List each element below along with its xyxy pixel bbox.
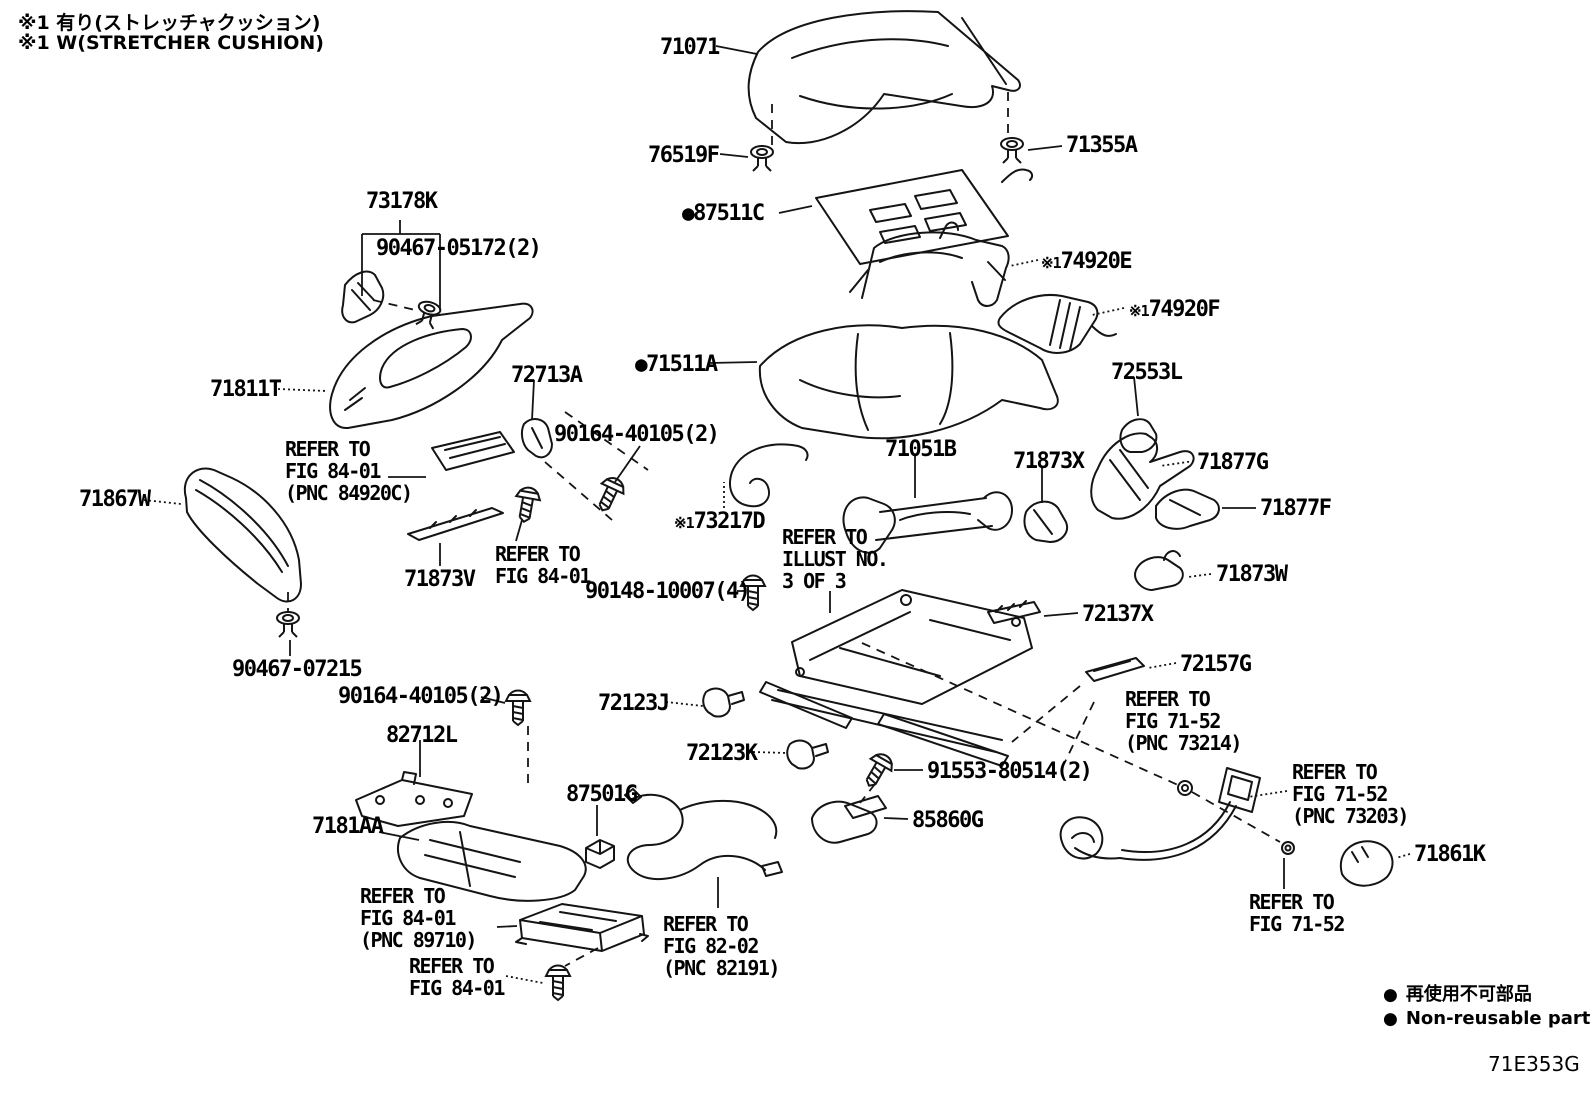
part-label-71511A: ●71511A <box>635 352 718 377</box>
refer-note-illust-3of3: REFER TO ILLUST NO. 3 OF 3 <box>782 525 889 593</box>
part-label-72137X: 72137X <box>1082 602 1154 627</box>
non-reusable-dot-icon: ● <box>682 201 695 225</box>
part-label-87501G: 87501G <box>566 782 638 807</box>
part-label-90467-07215: 90467-07215 <box>232 657 363 682</box>
refer-note-fig71-52-bottom: REFER TO FIG 71-52 <box>1249 890 1345 936</box>
non-reusable-dot-icon: ● <box>1383 1009 1398 1029</box>
part-label-72713A: 72713A <box>511 363 583 388</box>
part-label-71861K: 71861K <box>1414 842 1486 867</box>
legend-non-reusable-jp: ●再使用不可部品 <box>1383 984 1532 1005</box>
note-ref-mark: ※1 <box>674 514 695 532</box>
part-label-71873X: 71873X <box>1013 449 1085 474</box>
part-label-71873V: 71873V <box>404 567 476 592</box>
refer-note-fig82-02-pnc82191: REFER TO FIG 82-02 (PNC 82191) <box>663 912 780 980</box>
part-label-72553L: 72553L <box>1111 360 1183 385</box>
part-label-90164-40105-a: 90164-40105(2) <box>554 422 720 447</box>
part-label-71867W: 71867W <box>79 487 151 512</box>
refer-note-fig84-01-pnc84920c: REFER TO FIG 84-01 (PNC 84920C) <box>285 437 413 505</box>
legend-non-reusable-en: ●Non-reusable part <box>1383 1008 1591 1029</box>
part-label-90467-05172: 90467-05172(2) <box>376 236 542 261</box>
part-label-71873W: 71873W <box>1216 562 1288 587</box>
part-label-71071: 71071 <box>660 35 720 60</box>
note-ref-mark: ※1 <box>1041 254 1062 272</box>
part-label-72123K: 72123K <box>686 741 758 766</box>
part-label-71877G: 71877G <box>1197 450 1269 475</box>
part-label-72123J: 72123J <box>598 691 670 716</box>
refer-note-fig71-52-pnc73214: REFER TO FIG 71-52 (PNC 73214) <box>1125 687 1242 755</box>
part-label-85860G: 85860G <box>912 808 984 833</box>
part-label-7181AA: 7181AA <box>312 814 384 839</box>
part-label-71811T: 71811T <box>210 377 282 402</box>
note-stretcher-cushion-jp: ※1 有り(ストレッチャクッション) <box>18 12 321 34</box>
non-reusable-dot-icon: ● <box>635 352 648 376</box>
part-label-71051B: 71051B <box>885 437 957 462</box>
part-label-73217D: ※173217D <box>674 509 766 534</box>
part-label-72157G: 72157G <box>1180 652 1252 677</box>
figure-code: 71E353G <box>1488 1052 1580 1076</box>
note-ref-mark: ※1 <box>1129 302 1150 320</box>
refer-note-fig71-52-pnc73203: REFER TO FIG 71-52 (PNC 73203) <box>1292 760 1409 828</box>
part-label-76519F: 76519F <box>648 143 720 168</box>
fastener-icons <box>276 137 1024 1001</box>
part-label-82712L: 82712L <box>386 723 458 748</box>
non-reusable-dot-icon: ● <box>1383 985 1398 1005</box>
refer-note-fig84-01-mid: REFER TO FIG 84-01 <box>495 542 591 588</box>
part-label-87511C: ●87511C <box>682 201 765 226</box>
refer-note-fig84-01-pnc89710: REFER TO FIG 84-01 (PNC 89710) <box>360 884 477 952</box>
part-label-73178K: 73178K <box>366 189 438 214</box>
part-label-90164-40105-b: 90164-40105(2) <box>338 684 504 709</box>
note-stretcher-cushion-en: ※1 W(STRETCHER CUSHION) <box>18 32 324 54</box>
part-label-71355A: 71355A <box>1066 133 1138 158</box>
part-label-74920E: ※174920E <box>1041 249 1133 274</box>
part-label-74920F: ※174920F <box>1129 297 1221 322</box>
part-label-71877F: 71877F <box>1260 496 1332 521</box>
part-label-90148-10007: 90148-10007(4) <box>585 579 751 604</box>
refer-note-fig84-01-bottom: REFER TO FIG 84-01 <box>409 954 505 1000</box>
part-label-91553-80514: 91553-80514(2) <box>927 759 1093 784</box>
